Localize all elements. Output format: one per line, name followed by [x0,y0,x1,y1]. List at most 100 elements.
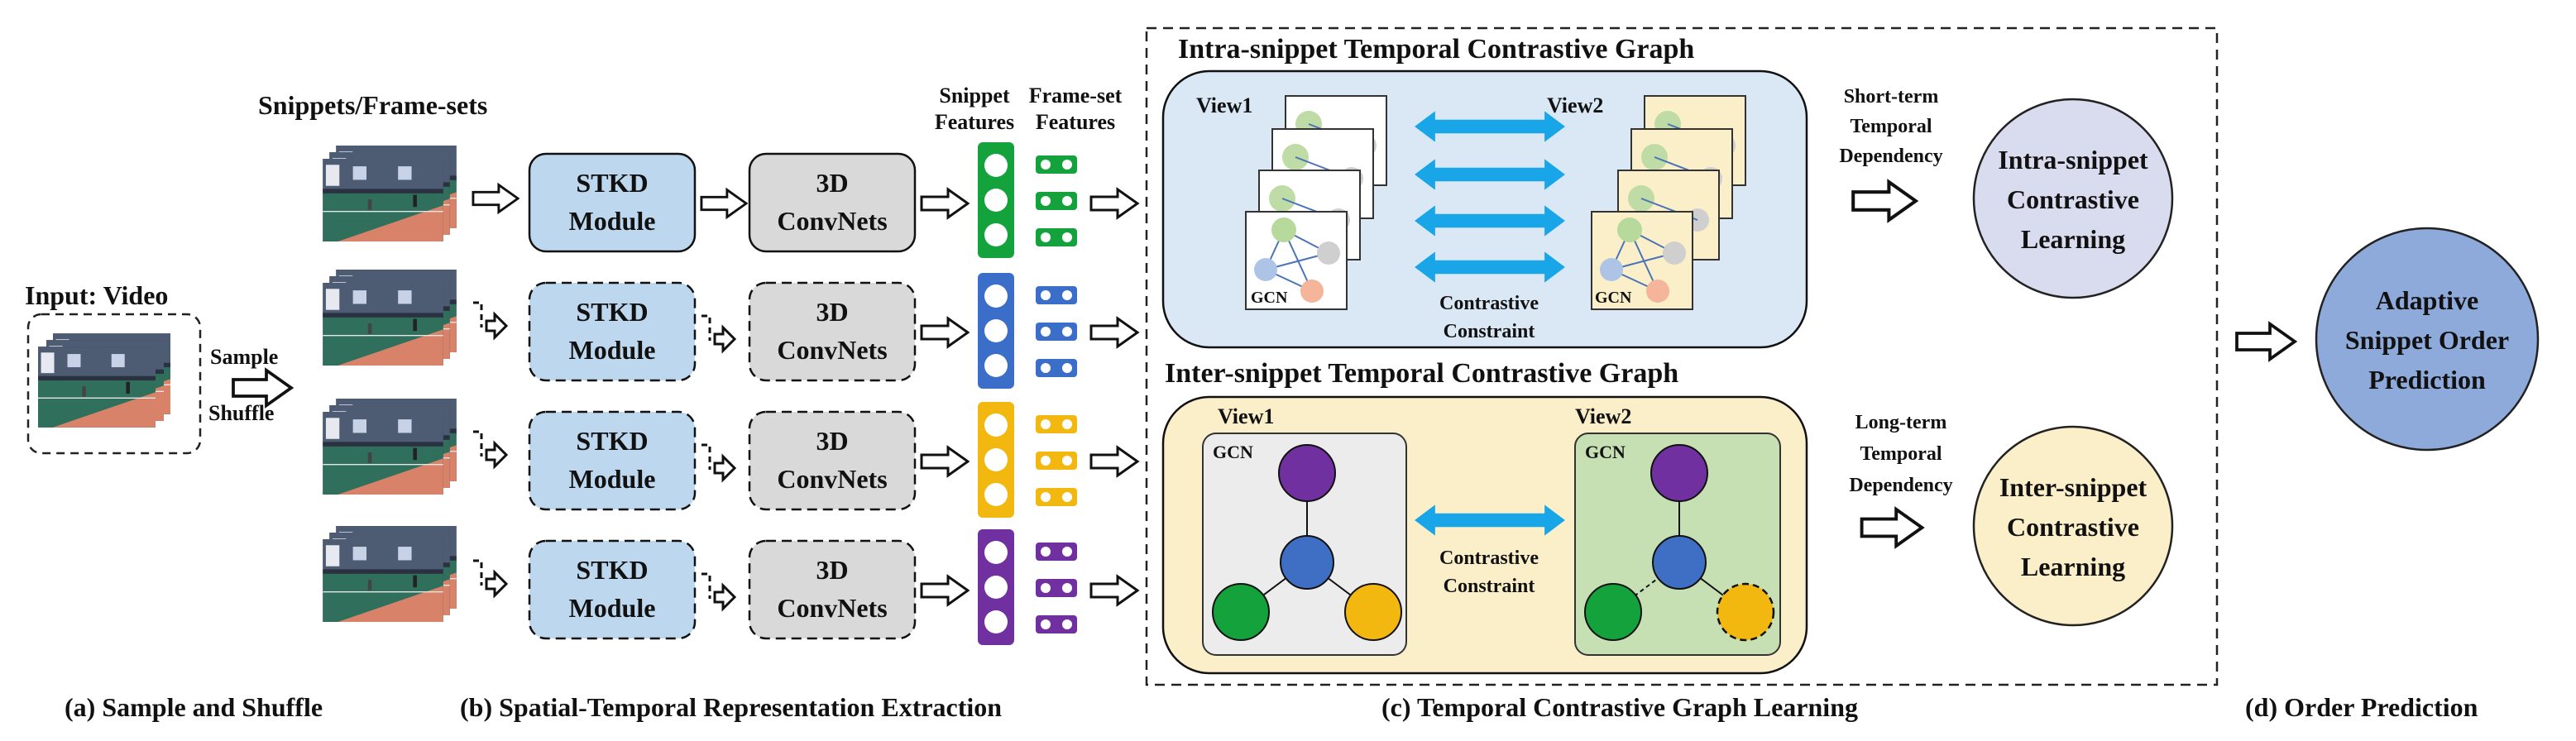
arrow-stkd-conv-4 [700,572,736,610]
stkd-label-4a: STKD [576,555,648,585]
stkd-module-3: STKD Module [528,410,697,511]
feature-cell [1062,547,1072,557]
arrow-stkd-conv-1 [700,189,748,218]
convnet-1: 3D ConvNets [748,152,917,253]
stkd-label-3b: Module [569,464,656,494]
intra-view1-label: View1 [1196,93,1252,117]
arrow-feat-graph-4 [1089,575,1139,606]
feature-cell [984,223,1008,246]
feature-cell [984,414,1008,437]
feature-row-3 [978,402,1077,518]
snippet-features-line2: Features [935,110,1014,134]
feature-vectors [978,142,1077,645]
convnet-2: 3D ConvNets [748,281,917,382]
snippet-features-line1: Snippet [939,84,1010,108]
snippet-row-3 [322,399,508,495]
caption-c: (c) Temporal Contrastive Graph Learning [1381,692,1858,722]
convnet-label-2a: 3D [816,297,848,327]
arrow-stkd-conv-2 [700,314,736,352]
inter-learning-node: Inter-snippet Contrastive Learning [1972,425,2174,627]
feature-row-4 [978,529,1077,645]
arrow-conv-feat-3 [920,446,970,477]
convnet-label-3a: 3D [816,426,848,456]
intra-view1-gcn-label: GCN [1251,289,1288,307]
intra-learning-node: Intra-snippet Contrastive Learning [1972,98,2174,299]
long-term-line3: Dependency [1849,475,1952,496]
intra-learning-line1: Intra-snippet [1998,145,2148,174]
caption-a: (a) Sample and Shuffle [65,692,323,722]
intra-graph-title: Intra-snippet Temporal Contrastive Graph [1178,34,1694,65]
stkd-label-2b: Module [569,335,656,365]
short-term-line2: Temporal [1850,116,1932,137]
feature-cell [1041,290,1051,300]
sample-shuffle-arrow [233,370,291,406]
feature-cell [1041,619,1051,629]
convnet-label-2b: ConvNets [777,335,887,365]
arrow-conv-feat-1 [920,188,970,219]
feature-cell [984,154,1008,177]
intra-view2-label: View2 [1547,93,1603,117]
inter-view1-gcn [1202,433,1407,656]
long-term-line1: Long-term [1855,412,1947,433]
arrow-conv-feat-4 [920,575,970,606]
feature-cell [1041,232,1051,242]
inter-constraint-line1: Contrastive [1439,547,1539,569]
feature-cell [1062,327,1072,337]
sample-label: Sample [210,345,278,369]
shuffle-label: Shuffle [208,401,274,425]
intra-view2-gcn-label: GCN [1595,289,1632,307]
inter-view2-label: View2 [1575,404,1631,428]
to-prediction-arrow [2237,324,2295,360]
intra-learning-line2: Contrastive [2007,184,2139,214]
feature-cell [1062,583,1072,593]
convnet-label-1a: 3D [816,168,848,198]
arrow-stkd-conv-3 [700,443,736,481]
feature-cell [1062,196,1072,206]
feature-cell [1041,363,1051,373]
input-title: Input: Video [25,280,168,310]
feature-cell [984,284,1008,308]
long-term-arrow [1862,509,1922,546]
caption-b: (b) Spatial-Temporal Representation Extr… [460,692,1002,722]
inter-view2-gcn [1574,433,1781,656]
feature-cell [984,483,1008,506]
stkd-label-2a: STKD [576,297,648,327]
intra-view1-gcn-stack [1245,95,1387,310]
feature-cell [984,319,1008,342]
convnet-label-4b: ConvNets [777,593,887,623]
stkd-label-1a: STKD [576,168,648,198]
arrow-feat-graph-3 [1089,446,1139,477]
convnet-3: 3D ConvNets [748,410,917,511]
convnet-label-3b: ConvNets [777,464,887,494]
feature-cell [984,576,1008,599]
input-video-frames [38,332,170,428]
convnet-4: 3D ConvNets [748,539,917,640]
feature-cell [1041,419,1051,429]
feature-cell [1041,583,1051,593]
feature-cell [1062,232,1072,242]
inter-graph-title: Inter-snippet Temporal Contrastive Graph [1165,358,1678,389]
feature-cell [984,354,1008,377]
long-term-line2: Temporal [1860,443,1942,465]
frameset-features-line2: Features [1036,110,1115,134]
short-term-line3: Dependency [1839,146,1942,167]
feature-cell [1062,456,1072,466]
stkd-module-2: STKD Module [528,281,697,382]
feature-cell [984,189,1008,212]
feature-cell [1041,547,1051,557]
stkd-label-1b: Module [569,206,656,236]
feature-cell [1062,160,1072,170]
order-prediction-line1: Adaptive [2376,285,2478,315]
arrow-feat-graph-1 [1089,188,1139,219]
feature-cell [1041,327,1051,337]
convnet-label-4a: 3D [816,555,848,585]
caption-d: (d) Order Prediction [2245,692,2478,722]
short-term-line1: Short-term [1844,86,1939,108]
snippet-row-2 [322,270,508,366]
order-prediction-node: Adaptive Snippet Order Prediction [2315,227,2540,452]
feature-cell [1041,196,1051,206]
inter-learning-line1: Inter-snippet [1999,472,2147,502]
feature-cell [1041,456,1051,466]
feature-cell [1041,160,1051,170]
